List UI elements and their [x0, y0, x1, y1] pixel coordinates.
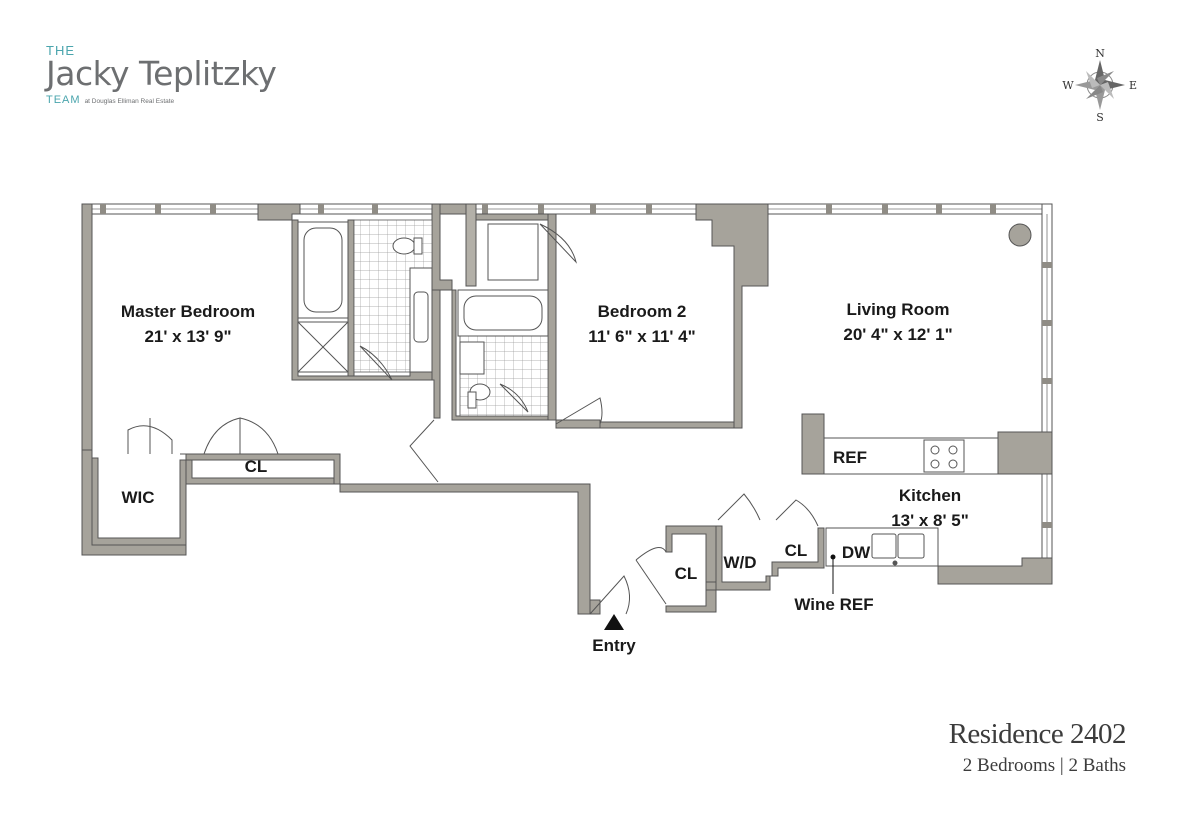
washer-dryer-label: W/D — [723, 553, 756, 572]
exterior-window-wall — [81, 203, 1053, 215]
entry-arrow-icon — [604, 614, 624, 630]
hall-closet-label: CL — [785, 541, 808, 560]
compass-s: S — [1096, 111, 1104, 124]
wine-ref-label: Wine REF — [794, 595, 873, 614]
bedroom2-closet-icon — [487, 223, 539, 281]
bath-fixtures — [297, 221, 549, 409]
logo-the: THE — [46, 43, 75, 58]
living-room-dims: 20' 4" x 12' 1" — [843, 325, 952, 344]
column-icon — [1008, 223, 1032, 247]
sink-right-icon — [897, 533, 925, 559]
kitchen-dims: 13' x 8' 5" — [891, 511, 969, 530]
refrigerator-label: REF — [833, 448, 867, 467]
logo-team: TEAM — [46, 94, 81, 106]
living-room-name: Living Room — [847, 300, 950, 319]
logo-brokerage: at Douglas Elliman Real Estate — [84, 98, 175, 105]
residence-title: Residence 2402 — [948, 718, 1127, 750]
wic-label: WIC — [121, 488, 154, 507]
entry-label: Entry — [592, 636, 636, 655]
kitchen-fixtures — [825, 439, 965, 567]
compass-w: W — [1062, 79, 1074, 92]
toilet-1-icon — [392, 237, 416, 255]
compass-e: E — [1129, 79, 1137, 92]
master-bedroom-name: Master Bedroom — [121, 302, 255, 321]
master-closet-label: CL — [245, 457, 268, 476]
compass-rose-icon: N S W E — [1062, 47, 1137, 124]
residence-subtitle: 2 Bedrooms | 2 Baths — [962, 755, 1126, 776]
dishwasher-label: DW — [842, 543, 871, 562]
cooktop-icon — [923, 439, 965, 473]
logo-name: Jacky Teplitzky — [46, 54, 277, 93]
right-window-wall — [1041, 203, 1053, 585]
compass-n: N — [1095, 47, 1105, 60]
room-labels: Master Bedroom 21' x 13' 9" Bedroom 2 11… — [121, 300, 969, 655]
sink-2-icon — [459, 341, 485, 375]
sink-left-icon — [871, 533, 897, 559]
bedroom2-dims: 11' 6" x 11' 4" — [588, 327, 695, 346]
master-bedroom-dims: 21' x 13' 9" — [144, 327, 231, 346]
residence-info: Residence 2402 2 Bedrooms | 2 Baths — [948, 718, 1127, 778]
kitchen-name: Kitchen — [899, 486, 961, 505]
bedroom2-name: Bedroom 2 — [598, 302, 687, 321]
entry-closet-label: CL — [675, 564, 698, 583]
door-swings — [127, 223, 819, 615]
walls — [81, 203, 1053, 615]
